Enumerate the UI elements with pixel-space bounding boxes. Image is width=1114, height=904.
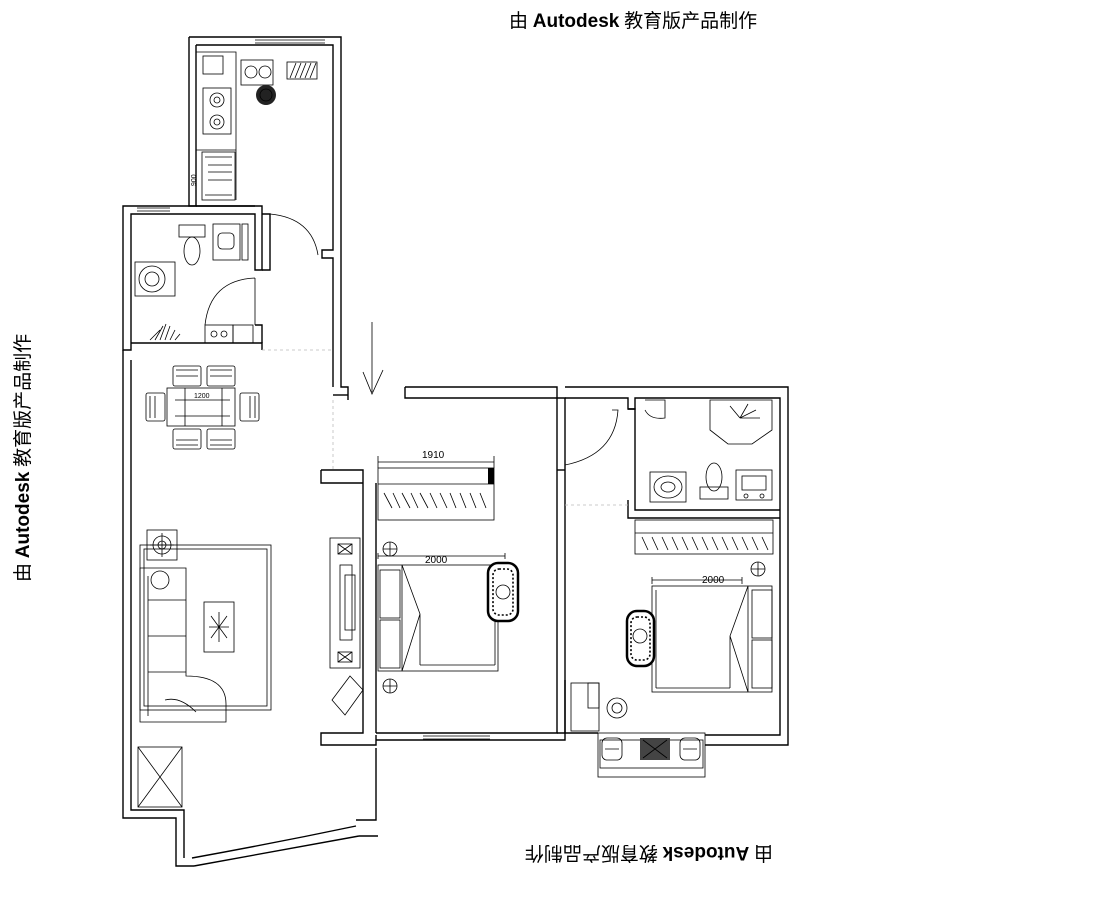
rug (139, 544, 272, 711)
walls (122, 36, 789, 867)
door-bedroom-2 (564, 409, 619, 466)
shower-icon (149, 323, 181, 341)
door-bathroom-1 (204, 277, 256, 326)
basin-round-icon (134, 261, 176, 297)
bedroom-2-furniture: 2000 (570, 519, 774, 732)
wardrobe-1: 1910 (377, 450, 495, 521)
washer-2-icon (735, 469, 773, 501)
bay-window-seat (597, 732, 706, 778)
washing-machine-icon (204, 324, 254, 344)
gas-meter-icon (256, 85, 276, 105)
coffee-table-icon (203, 601, 235, 653)
nightstand-icon (382, 541, 398, 694)
dining-table-dimension: 1200 (194, 393, 210, 400)
armchair-2-icon (625, 609, 656, 668)
kitchen-counter: 900 (191, 51, 318, 201)
kitchen-counter-dimension: 900 (191, 174, 198, 186)
door-bathroom-2 (644, 399, 666, 419)
balcony-cabinet-icon (137, 746, 183, 808)
fridge-icon: 900 (191, 151, 236, 201)
armchair-1-icon (486, 561, 520, 623)
living-room-furniture (137, 529, 364, 808)
stove-icon (202, 87, 232, 135)
armchair-icon (331, 675, 364, 716)
sofa-icon (139, 567, 227, 723)
dining-set: 1200 (145, 365, 260, 450)
wardrobe-2 (634, 519, 774, 555)
basin-2-icon (649, 471, 687, 503)
bed-1-dimension: 2000 (425, 555, 448, 566)
desk-icon (570, 682, 628, 732)
tv-cabinet-icon (329, 537, 361, 669)
kitchen-sink-icon (240, 59, 274, 86)
toilet-2-icon (699, 462, 729, 500)
toilet-icon (178, 224, 206, 266)
entry-arrow-icon (362, 322, 384, 396)
bed-1-icon: 2000 (377, 553, 506, 672)
bathroom-1-fixtures (134, 223, 254, 344)
bed-2-icon: 2000 (651, 575, 773, 693)
wardrobe-1-dimension: 1910 (422, 450, 445, 461)
shower-tray-icon (709, 399, 773, 445)
bed-2-dimension: 2000 (702, 575, 725, 586)
bathroom-2-fixtures (649, 399, 773, 503)
door-kitchen (269, 213, 319, 258)
nightstand-2-icon (750, 561, 766, 577)
bedroom-1-furniture: 1910 2000 (377, 450, 520, 694)
watermark-top: 由 Autodesk 教育版产品制作 (509, 11, 758, 32)
washbasin-icon (212, 223, 249, 261)
